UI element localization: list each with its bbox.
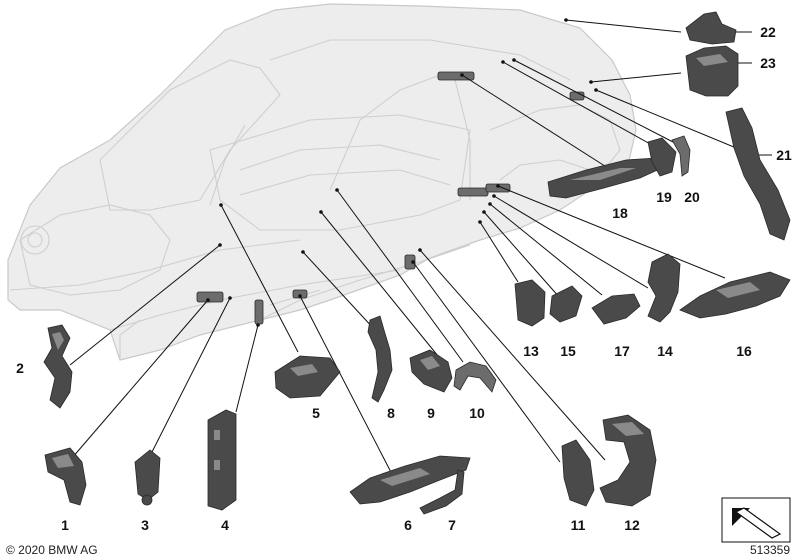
part-label-23: 23 xyxy=(760,55,776,71)
part-19-shape xyxy=(647,137,677,177)
part-5-shape xyxy=(274,355,341,399)
part-label-17: 17 xyxy=(614,343,630,359)
part-1-shape xyxy=(44,447,87,506)
part-label-13: 13 xyxy=(523,343,539,359)
part-9-shape xyxy=(409,349,453,393)
part-label-21: 21 xyxy=(776,147,792,163)
part-label-20: 20 xyxy=(684,189,700,205)
part-label-12: 12 xyxy=(624,517,640,533)
part-label-14: 14 xyxy=(657,343,673,359)
part-4-shape xyxy=(207,409,237,511)
part-label-5: 5 xyxy=(312,405,320,421)
part-label-7: 7 xyxy=(448,517,456,533)
part-14-shape xyxy=(647,253,681,323)
part-label-15: 15 xyxy=(560,343,576,359)
part-18-shape xyxy=(547,157,663,199)
part-label-18: 18 xyxy=(612,205,628,221)
part-20-shape xyxy=(671,135,691,177)
part-7-shape xyxy=(419,469,465,515)
part-label-6: 6 xyxy=(404,517,412,533)
part-15-shape xyxy=(549,285,583,323)
part-label-1: 1 xyxy=(61,517,69,533)
part-label-16: 16 xyxy=(736,343,752,359)
part-label-2: 2 xyxy=(16,360,24,376)
part-label-19: 19 xyxy=(656,189,672,205)
image-number: 513359 xyxy=(750,543,790,557)
part-label-11: 11 xyxy=(571,517,586,533)
part-label-10: 10 xyxy=(469,405,485,421)
part-8-shape xyxy=(367,315,393,403)
part-6-shape xyxy=(349,455,471,505)
part-16-shape xyxy=(679,271,791,319)
part-2-shape xyxy=(43,324,73,409)
part-21-shape xyxy=(725,107,791,241)
part-label-8: 8 xyxy=(387,405,395,421)
leader-lines xyxy=(69,18,772,481)
part-10-shape xyxy=(453,361,497,393)
part-3-shape xyxy=(134,449,161,506)
part-label-4: 4 xyxy=(221,517,229,533)
copyright-text: © 2020 BMW AG xyxy=(6,543,98,557)
part-13-shape xyxy=(514,279,546,327)
part-label-22: 22 xyxy=(760,24,776,40)
part-11-shape xyxy=(561,439,595,507)
parts-on-body xyxy=(196,71,585,325)
part-17-shape xyxy=(591,293,641,325)
part-label-3: 3 xyxy=(141,517,149,533)
navigation-arrow-icon[interactable] xyxy=(721,497,791,543)
part-22-shape xyxy=(685,11,737,45)
part-label-9: 9 xyxy=(427,405,435,421)
part-23-shape xyxy=(685,45,739,97)
part-number-labels: 1 2 3 4 5 6 7 8 9 10 11 12 13 14 15 16 1… xyxy=(16,24,792,533)
part-12-shape xyxy=(599,414,657,507)
